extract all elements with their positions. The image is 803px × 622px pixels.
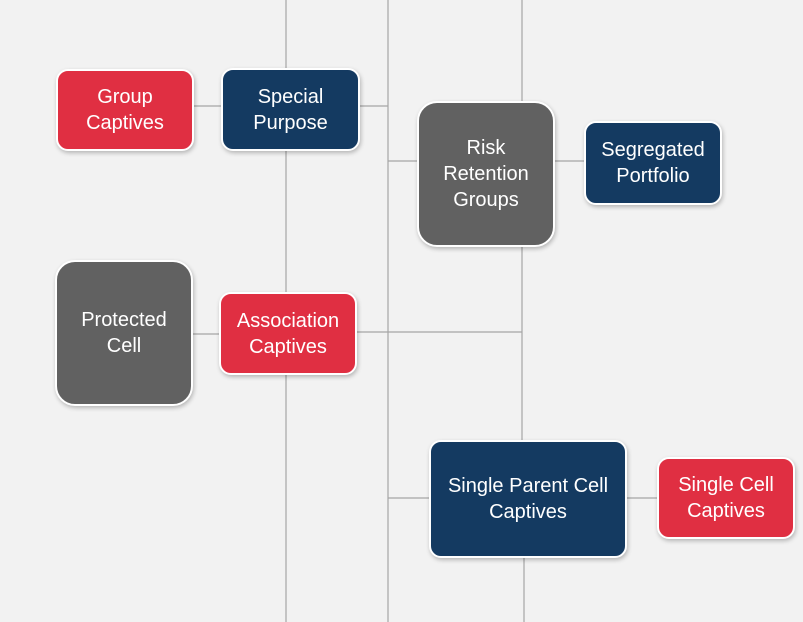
risk-retention-groups-label: Risk Retention Groups — [443, 137, 529, 211]
risk-retention-groups-node: Risk Retention Groups — [417, 101, 555, 247]
segregated-portfolio-label: Segregated Portfolio — [601, 139, 705, 187]
protected-cell-node: Protected Cell — [55, 260, 193, 406]
single-parent-cell-captives-label: Single Parent Cell Captives — [447, 475, 609, 523]
single-cell-captives-node: Single Cell Captives — [657, 457, 795, 539]
association-captives-label: Association Captives — [236, 309, 340, 358]
special-purpose-label: Special Purpose — [253, 85, 328, 134]
protected-cell-label: Protected Cell — [81, 309, 167, 357]
special-purpose-node: Special Purpose — [221, 68, 360, 151]
single-parent-cell-captives-node: Single Parent Cell Captives — [429, 440, 627, 558]
group-captives-label: Group Captives — [86, 86, 164, 134]
association-captives-node: Association Captives — [219, 292, 357, 375]
segregated-portfolio-node: Segregated Portfolio — [584, 121, 722, 205]
group-captives-node: Group Captives — [56, 69, 194, 151]
single-cell-captives-label: Single Cell Captives — [678, 474, 774, 522]
